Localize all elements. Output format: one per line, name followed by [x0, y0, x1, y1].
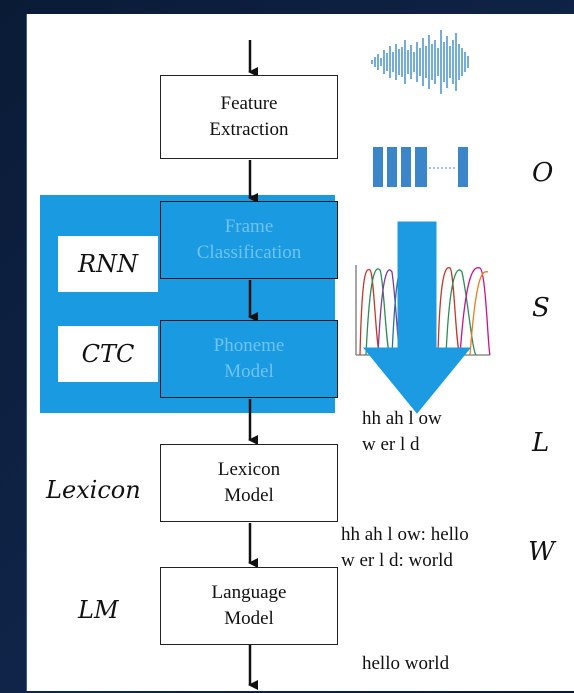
- lm-label: LM: [78, 596, 119, 624]
- lexicon-model-box: Lexicon Model: [160, 444, 338, 522]
- phoneme-sequence-text: hh ah l ow w er l d: [362, 408, 442, 455]
- phoneme-model-box: Phoneme Model: [160, 320, 338, 398]
- feature-extraction-box: Feature Extraction: [160, 75, 338, 159]
- lexicon-variable: L: [532, 428, 550, 458]
- observation-variable: O: [532, 158, 554, 188]
- rnn-label: RNN: [58, 236, 158, 292]
- big-down-arrow-icon: [362, 221, 472, 414]
- frames-icon: [373, 147, 468, 187]
- lexicon-label: Lexicon: [46, 476, 141, 504]
- state-variable: S: [532, 293, 550, 323]
- ctc-label: CTC: [58, 326, 158, 382]
- output-text: hello world: [362, 653, 450, 674]
- waveform-icon: [371, 30, 469, 94]
- word-variable: W: [528, 537, 555, 567]
- lexicon-mapping-text: hh ah l ow: hello w er l d: world: [341, 524, 469, 571]
- language-model-box: Language Model: [160, 567, 338, 645]
- frame-classification-box: Frame Classification: [160, 201, 338, 279]
